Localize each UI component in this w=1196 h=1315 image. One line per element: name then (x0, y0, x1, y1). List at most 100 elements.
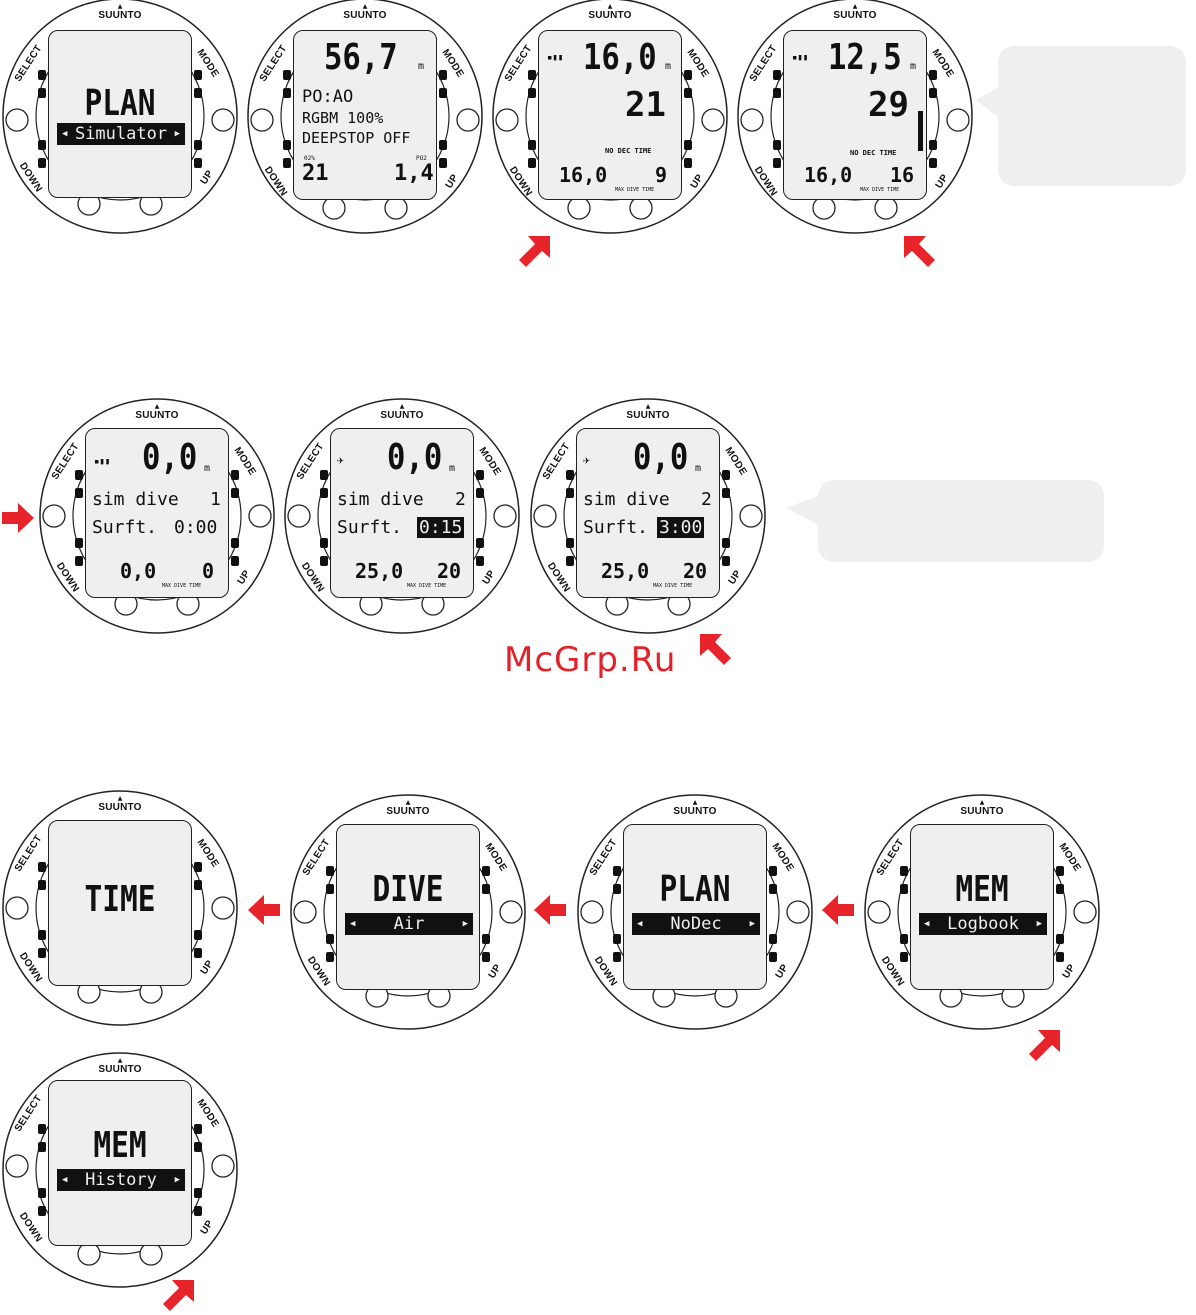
dive-computer-mem-history: ▲ SUUNTO SELECT MODE DOWN UP MEM ◀ Histo… (0, 1052, 240, 1288)
dive-computer-time: ▲ SUUNTO SELECT MODE DOWN UP TIME (0, 790, 240, 1026)
sim-dive-label: sim dive (337, 489, 424, 510)
rgbm-line: RGBM 100% (302, 109, 384, 127)
lcd-screen: PLAN ◀ Simulator ▶ (48, 30, 192, 198)
depth-unit: m (418, 61, 425, 72)
dive-time-value: 16 (890, 163, 915, 187)
brand-label: SUUNTO (135, 410, 179, 421)
lcd-screen: MEM ◀ History ▶ (48, 1080, 192, 1246)
po2-label: PO2 (416, 155, 427, 162)
left-arrow-icon: ◀ (350, 919, 356, 929)
depth-unit: m (665, 61, 672, 72)
depth-value: 12,5 (828, 37, 902, 78)
no-dec-time-value: 29 (868, 85, 909, 125)
max-depth-value: 16,0 (559, 163, 608, 187)
left-arrow-icon: ◀ (924, 919, 930, 929)
dive-computer-mem-logbook: ▲ SUUNTO SELECT MODE DOWN UP MEM ◀ Logbo… (862, 794, 1102, 1030)
surface-time-label: Surft. (583, 517, 649, 538)
brand-label: SUUNTO (98, 1064, 142, 1075)
sim-dive-label: sim dive (92, 489, 179, 510)
brand-label: SUUNTO (626, 410, 670, 421)
menu-title: TIME (84, 879, 156, 920)
surface-time-value: 3:00 (657, 517, 705, 538)
battery-icon: ▪▮▮ (94, 457, 111, 467)
sim-dive-label: sim dive (583, 489, 670, 510)
po2-value: 1,4 (394, 161, 434, 186)
callout-box-1 (998, 46, 1186, 186)
brand-marker-icon: ▲ (362, 3, 368, 10)
lcd-screen: ✈ 0,0 m sim dive 2 Surft. 0:15 25,0 20 M… (330, 428, 474, 598)
dive-time-value: 9 (655, 163, 668, 187)
brand-marker-icon: ▲ (154, 403, 160, 410)
brand-label: SUUNTO (833, 10, 877, 21)
red-arrow-icon (163, 1280, 194, 1311)
brand-label: SUUNTO (673, 806, 717, 817)
dive-computer-dive-air: ▲ SUUNTO SELECT MODE DOWN UP DIVE ◀ Air … (288, 794, 528, 1030)
right-arrow-icon: ▶ (174, 1175, 180, 1185)
submenu-label: Logbook (947, 914, 1019, 934)
depth-unit: m (910, 61, 917, 72)
brand-marker-icon: ▲ (399, 403, 405, 410)
status-label: NO DEC TIME (605, 147, 652, 155)
brand-label: SUUNTO (98, 802, 142, 813)
dive-computer-sim-dive-2: ▲ SUUNTO SELECT MODE DOWN UP ✈ 0,0 m sim… (282, 398, 522, 634)
brand-label: SUUNTO (960, 806, 1004, 817)
sim-dive-number: 2 (455, 489, 466, 510)
depth-unit: m (204, 463, 211, 474)
brand-marker-icon: ▲ (117, 795, 123, 802)
max-depth-value: 25,0 (355, 559, 404, 583)
brand-marker-icon: ▲ (979, 799, 985, 806)
depth-value: 0,0 (142, 437, 198, 478)
left-arrow-icon: ◀ (62, 129, 68, 139)
dive-time-value: 20 (437, 559, 462, 583)
footer-labels: MAX DIVE TIME (407, 583, 447, 589)
o2-value: 21 (302, 161, 329, 186)
menu-title: PLAN (84, 83, 156, 124)
callout-pointer-2 (786, 494, 824, 528)
submenu-label: History (85, 1170, 157, 1190)
brand-label: SUUNTO (343, 10, 387, 21)
dive-computer-plan-simulator: ▲ SUUNTO SELECT MODE DOWN UP PLAN ◀ Simu… (0, 0, 240, 234)
o2-label: 02% (304, 155, 315, 162)
surface-time-label: Surft. (337, 517, 403, 538)
brand-label: SUUNTO (98, 10, 142, 21)
depth-value: 16,0 (583, 37, 657, 78)
submenu-bar: ◀ Simulator ▶ (57, 123, 185, 145)
red-arrow-icon (2, 503, 34, 533)
battery-icon: ▪▮▮ (792, 53, 809, 63)
red-arrow-icon (700, 634, 731, 665)
submenu-label: NoDec (670, 914, 722, 934)
left-arrow-icon: ◀ (637, 919, 643, 929)
airplane-icon: ✈ (337, 453, 345, 467)
menu-title: MEM (955, 869, 1009, 910)
submenu-bar: ◀ History ▶ (57, 1169, 185, 1191)
footer-labels: MAX DIVE TIME (615, 187, 655, 193)
brand-label: SUUNTO (380, 410, 424, 421)
status-label: NO DEC TIME (850, 149, 897, 157)
lcd-screen: DIVE ◀ Air ▶ (336, 824, 480, 990)
menu-title: DIVE (372, 869, 444, 910)
po-ao-line: PO:AO (302, 87, 354, 107)
submenu-bar: ◀ Air ▶ (345, 913, 473, 935)
right-arrow-icon: ▶ (749, 919, 755, 929)
lcd-screen: ▪▮▮ 0,0 m sim dive 1 Surft. 0:00 0,0 0 M… (85, 428, 229, 598)
mode-knob (211, 108, 235, 132)
brand-marker-icon: ▲ (117, 1057, 123, 1064)
brand-label: SUUNTO (386, 806, 430, 817)
depth-value: 0,0 (387, 437, 443, 478)
dive-computer-plan-nodec: ▲ SUUNTO SELECT MODE DOWN UP PLAN ◀ NoDe… (575, 794, 815, 1030)
sim-dive-number: 2 (701, 489, 712, 510)
right-arrow-icon: ▶ (1036, 919, 1042, 929)
callout-pointer-1 (976, 84, 1004, 122)
brand-marker-icon: ▲ (117, 3, 123, 10)
footer-labels: MAX DIVE TIME (162, 583, 202, 589)
depth-unit: m (695, 463, 702, 474)
menu-title: MEM (93, 1125, 147, 1166)
dive-computer-planning: ▲ SUUNTO SELECT MODE DOWN UP 56,7 m PO:A… (245, 0, 485, 234)
left-arrow-icon: ◀ (62, 1175, 68, 1185)
brand-marker-icon: ▲ (405, 799, 411, 806)
max-depth-value: 0,0 (120, 559, 157, 583)
surface-time-value: 0:00 (174, 517, 218, 538)
right-arrow-icon: ▶ (174, 129, 180, 139)
red-arrow-icon (519, 236, 550, 267)
brand-label: SUUNTO (588, 10, 632, 21)
